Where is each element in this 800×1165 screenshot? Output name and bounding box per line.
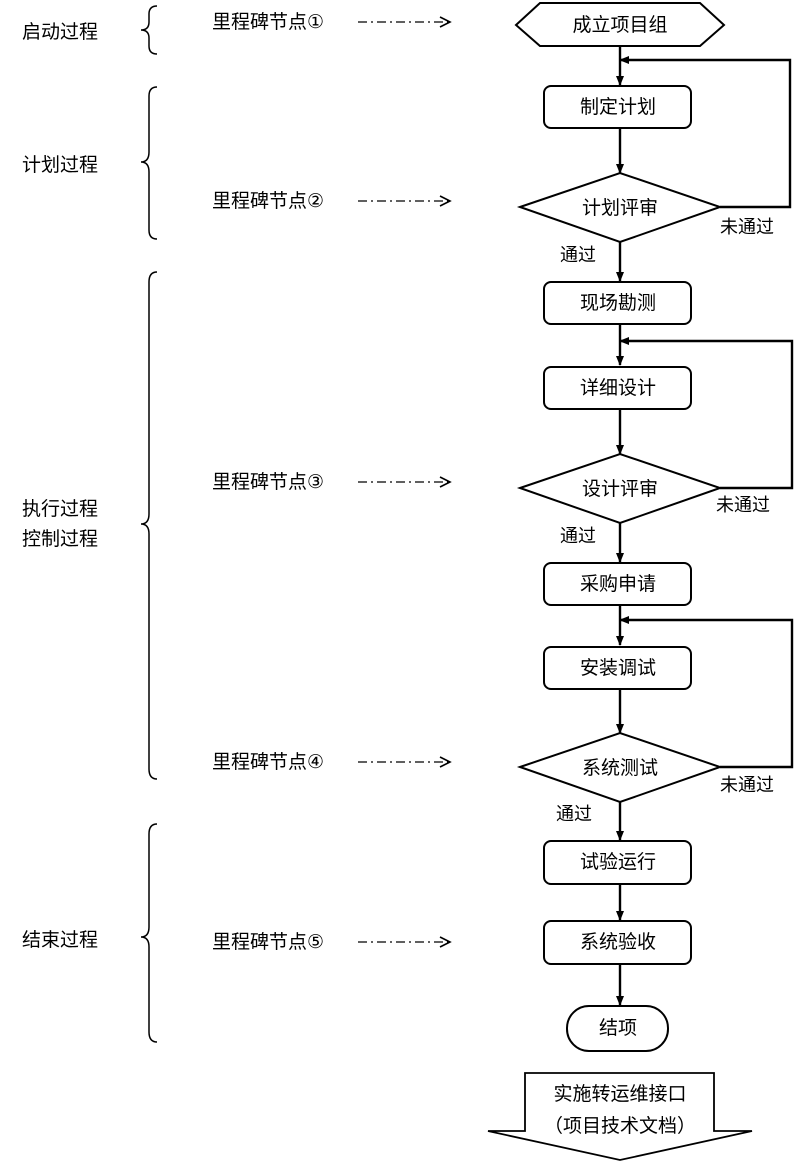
pass-label-system-test: 通过 xyxy=(556,804,592,825)
brace-execution xyxy=(140,271,158,780)
node-purchase-request-shape xyxy=(543,562,692,606)
node-detailed-design-label: 详细设计 xyxy=(579,377,657,399)
loop-design-review-fail xyxy=(619,337,794,490)
node-system-acceptance-shape xyxy=(543,920,692,965)
node-plan-review-shape xyxy=(516,171,724,244)
node-system-test-shape xyxy=(516,731,724,804)
node-start-label: 成立项目组 xyxy=(572,14,668,36)
node-start-shape xyxy=(514,2,726,47)
loop-plan-review-fail xyxy=(619,56,792,209)
milestone-label-3: 里程碑节点③ xyxy=(212,471,325,493)
phase-label-planning: 计划过程 xyxy=(22,154,99,176)
node-design-review-label: 设计评审 xyxy=(581,478,659,500)
handover-arrow-shape xyxy=(487,1072,753,1161)
milestone-label-4: 里程碑节点④ xyxy=(212,751,325,773)
handover-line-1: 实施转运维接口 xyxy=(553,1083,687,1105)
node-site-survey-shape xyxy=(543,281,692,325)
node-purchase-request-label: 采购申请 xyxy=(579,573,657,595)
fail-label-plan-review: 未通过 xyxy=(720,217,774,238)
fail-label-design-review: 未通过 xyxy=(716,495,770,516)
pass-label-plan-review: 通过 xyxy=(560,245,596,266)
brace-planning xyxy=(140,86,158,240)
node-install-debug-shape xyxy=(543,646,692,690)
node-trial-run-label: 试验运行 xyxy=(579,851,657,873)
node-make-plan-shape xyxy=(543,85,692,129)
phase-label-closing: 结束过程 xyxy=(22,929,99,951)
node-detailed-design-shape xyxy=(543,366,692,410)
node-system-acceptance-label: 系统验收 xyxy=(579,931,657,953)
milestone-label-2: 里程碑节点② xyxy=(212,190,325,212)
node-close-project-shape xyxy=(566,1005,669,1052)
brace-closing xyxy=(140,823,158,1043)
handover-line-2: （项目技术文档） xyxy=(543,1115,697,1137)
node-trial-run-shape xyxy=(543,840,692,885)
node-plan-review-label: 计划评审 xyxy=(581,197,659,219)
phase-label-initiation: 启动过程 xyxy=(22,21,99,43)
phase-label-execution: 执行过程 控制过程 xyxy=(22,498,99,550)
milestone-label-1: 里程碑节点① xyxy=(212,11,325,33)
node-install-debug-label: 安装调试 xyxy=(579,657,657,679)
node-make-plan-label: 制定计划 xyxy=(579,96,657,118)
loop-system-test-fail xyxy=(619,616,794,769)
node-site-survey-label: 现场勘测 xyxy=(579,292,657,314)
brace-initiation xyxy=(140,5,158,55)
milestone-label-5: 里程碑节点⑤ xyxy=(212,931,325,953)
node-close-project-label: 结项 xyxy=(598,1017,638,1039)
node-system-test-label: 系统测试 xyxy=(581,757,659,779)
node-design-review-shape xyxy=(516,452,724,525)
pass-label-design-review: 通过 xyxy=(560,526,596,547)
fail-label-system-test: 未通过 xyxy=(720,775,774,796)
